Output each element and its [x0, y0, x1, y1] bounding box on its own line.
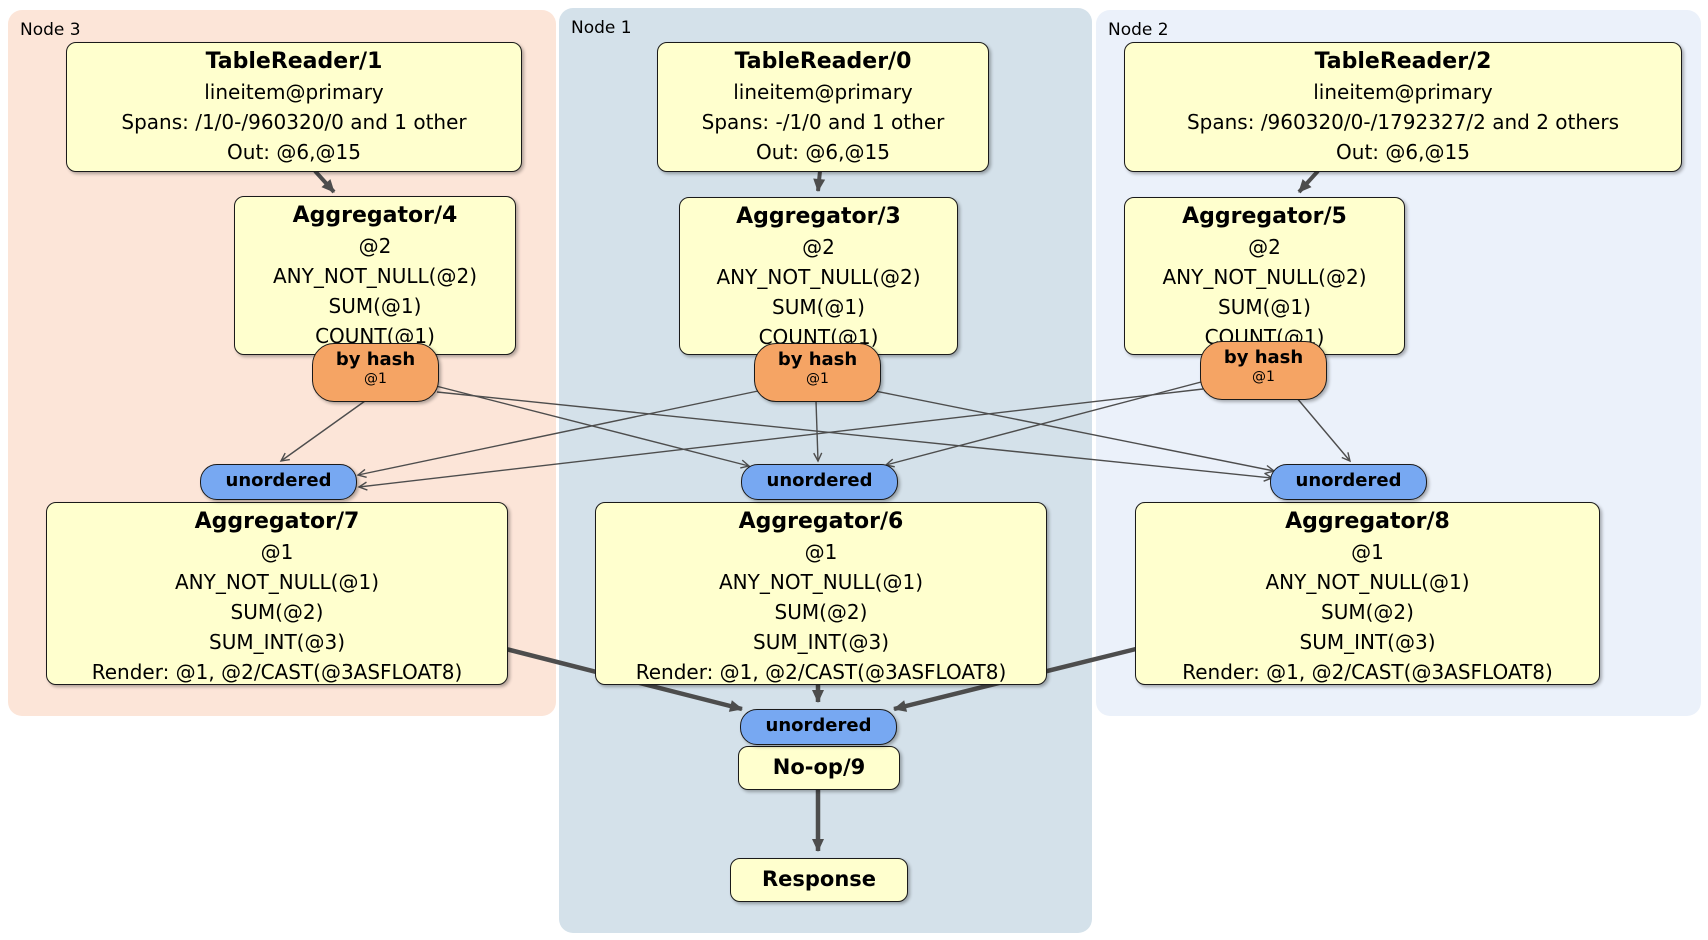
aggregator-5-fn2: SUM(@1): [1218, 295, 1311, 319]
aggregator-8-group: @1: [1351, 540, 1384, 564]
by-hash-router-node3-key: @1: [364, 371, 387, 387]
aggregator-3-box: Aggregator/3 @2 ANY_NOT_NULL(@2) SUM(@1)…: [679, 197, 958, 355]
by-hash-router-node2: by hash @1: [1200, 341, 1327, 400]
aggregator-8-title: Aggregator/8: [1285, 509, 1450, 534]
noop-9-box: No-op/9: [738, 746, 900, 790]
aggregator-4-box: Aggregator/4 @2 ANY_NOT_NULL(@2) SUM(@1)…: [234, 196, 516, 355]
by-hash-router-node1-key: @1: [806, 371, 829, 387]
tablereader-2-title: TableReader/2: [1314, 49, 1492, 74]
tablereader-0-box: TableReader/0 lineitem@primary Spans: -/…: [657, 42, 989, 172]
aggregator-5-fn1: ANY_NOT_NULL(@2): [1162, 265, 1367, 289]
aggregator-6-fn2: SUM(@2): [774, 600, 868, 624]
tablereader-0-spans: Spans: -/1/0 and 1 other: [701, 110, 945, 134]
aggregator-7-render: Render: @1, @2/CAST(@3ASFLOAT8): [91, 660, 463, 684]
aggregator-3-fn1: ANY_NOT_NULL(@2): [716, 265, 921, 289]
aggregator-3-group: @2: [802, 235, 835, 259]
aggregator-3-title: Aggregator/3: [736, 204, 901, 229]
aggregator-5-group: @2: [1248, 235, 1281, 259]
tablereader-2-spans: Spans: /960320/0-/1792327/2 and 2 others: [1186, 110, 1619, 134]
tablereader-2-out: Out: @6,@15: [1336, 140, 1470, 164]
unordered-sync-final: unordered: [740, 709, 897, 745]
aggregator-6-fn3: SUM_INT(@3): [753, 630, 889, 654]
aggregator-5-title: Aggregator/5: [1182, 204, 1347, 229]
aggregator-6-group: @1: [804, 540, 838, 564]
unordered-sync-node3: unordered: [200, 464, 357, 500]
aggregator-4-fn1: ANY_NOT_NULL(@2): [273, 264, 477, 288]
aggregator-7-group: @1: [260, 540, 294, 564]
unordered-sync-node2-label: unordered: [1295, 470, 1402, 491]
node1-region-label: Node 1: [571, 18, 632, 38]
noop-9-title: No-op/9: [772, 755, 866, 779]
tablereader-1-index: lineitem@primary: [204, 80, 384, 104]
aggregator-4-group: @2: [358, 234, 392, 258]
by-hash-router-node3-label: by hash: [335, 349, 416, 370]
by-hash-router-node3: by hash @1: [312, 343, 439, 402]
aggregator-7-fn3: SUM_INT(@3): [209, 630, 345, 654]
by-hash-router-node2-key: @1: [1252, 369, 1275, 385]
tablereader-1-title: TableReader/1: [205, 49, 383, 74]
aggregator-4-title: Aggregator/4: [292, 203, 458, 228]
unordered-sync-final-label: unordered: [765, 715, 872, 736]
aggregator-6-title: Aggregator/6: [738, 509, 904, 534]
aggregator-8-box: Aggregator/8 @1 ANY_NOT_NULL(@1) SUM(@2)…: [1135, 502, 1600, 685]
tablereader-1-spans: Spans: /1/0-/960320/0 and 1 other: [121, 110, 467, 134]
response-box: Response: [730, 858, 908, 902]
aggregator-7-fn2: SUM(@2): [230, 600, 324, 624]
by-hash-router-node1: by hash @1: [754, 343, 881, 402]
tablereader-0-title: TableReader/0: [734, 49, 912, 74]
node2-region-label: Node 2: [1108, 20, 1169, 40]
aggregator-8-fn1: ANY_NOT_NULL(@1): [1265, 570, 1470, 594]
by-hash-router-node1-label: by hash: [777, 349, 858, 370]
node3-region-label: Node 3: [20, 20, 81, 40]
aggregator-8-fn3: SUM_INT(@3): [1299, 630, 1436, 654]
aggregator-7-title: Aggregator/7: [194, 509, 360, 534]
tablereader-0-index: lineitem@primary: [733, 80, 913, 104]
aggregator-6-render: Render: @1, @2/CAST(@3ASFLOAT8): [635, 660, 1007, 684]
by-hash-router-node2-label: by hash: [1223, 347, 1304, 368]
aggregator-8-render: Render: @1, @2/CAST(@3ASFLOAT8): [1182, 660, 1553, 684]
aggregator-6-fn1: ANY_NOT_NULL(@1): [719, 570, 923, 594]
tablereader-1-out: Out: @6,@15: [227, 140, 361, 164]
unordered-sync-node3-label: unordered: [225, 470, 332, 491]
aggregator-8-fn2: SUM(@2): [1321, 600, 1414, 624]
response-title: Response: [761, 867, 877, 891]
unordered-sync-node1: unordered: [741, 464, 898, 500]
aggregator-3-fn2: SUM(@1): [772, 295, 865, 319]
aggregator-6-box: Aggregator/6 @1 ANY_NOT_NULL(@1) SUM(@2)…: [595, 502, 1047, 685]
tablereader-2-box: TableReader/2 lineitem@primary Spans: /9…: [1124, 42, 1682, 172]
unordered-sync-node2: unordered: [1270, 464, 1427, 500]
tablereader-0-out: Out: @6,@15: [756, 140, 890, 164]
aggregator-7-box: Aggregator/7 @1 ANY_NOT_NULL(@1) SUM(@2)…: [46, 502, 508, 685]
tablereader-2-index: lineitem@primary: [1313, 80, 1493, 104]
aggregator-7-fn1: ANY_NOT_NULL(@1): [175, 570, 379, 594]
unordered-sync-node1-label: unordered: [766, 470, 873, 491]
aggregator-4-fn2: SUM(@1): [328, 294, 422, 318]
tablereader-1-box: TableReader/1 lineitem@primary Spans: /1…: [66, 42, 522, 172]
aggregator-5-box: Aggregator/5 @2 ANY_NOT_NULL(@2) SUM(@1)…: [1124, 197, 1405, 355]
